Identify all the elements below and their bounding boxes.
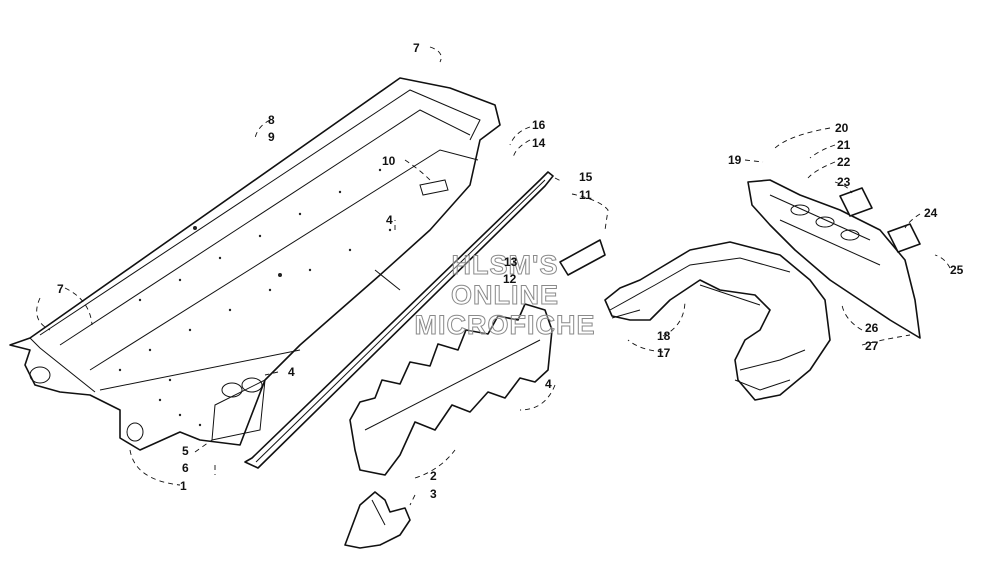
snow-flap-part (349, 303, 553, 476)
rivet-dots (118, 168, 392, 427)
callout-13: 13 (504, 255, 518, 269)
bracket-part (344, 491, 411, 549)
callout-19: 19 (728, 153, 742, 167)
rear-flap-part (747, 179, 921, 339)
callout-10: 10 (382, 154, 396, 168)
callout-26: 26 (865, 321, 879, 335)
callout-22: 22 (837, 155, 851, 169)
callout-7: 7 (413, 41, 420, 55)
callout-2: 2 (430, 469, 437, 483)
callout-25: 25 (950, 263, 964, 277)
callout-1: 1 (180, 479, 187, 493)
callout-15: 15 (579, 170, 593, 184)
tunnel-part (9, 77, 501, 451)
callout-9: 9 (268, 130, 275, 144)
mounting-plate-part (559, 239, 606, 276)
callout-20: 20 (835, 121, 849, 135)
callout-21: 21 (837, 138, 851, 152)
callout-11: 11 (579, 188, 592, 202)
bumper-part (604, 241, 831, 401)
watermark-line: MICROFICHE (414, 310, 596, 341)
watermark: HLSM'S ONLINE MICROFICHE (390, 250, 620, 341)
watermark-line: ONLINE (450, 280, 559, 311)
callout-27: 27 (865, 339, 879, 353)
callout-3: 3 (430, 487, 437, 501)
callout-5: 5 (182, 444, 189, 458)
callout-23: 23 (837, 175, 851, 189)
slide-strip (244, 171, 554, 469)
callout-7: 7 (57, 282, 64, 296)
callout-24: 24 (924, 206, 938, 220)
watermark-line: HLSM'S (451, 250, 559, 281)
callout-4: 4 (545, 377, 552, 391)
callout-18: 18 (657, 329, 671, 343)
callout-14: 14 (532, 136, 546, 150)
callout-4: 4 (288, 365, 295, 379)
callout-17: 17 (657, 346, 671, 360)
callout-4: 4 (386, 213, 393, 227)
callout-12: 12 (503, 272, 517, 286)
callout-8: 8 (268, 113, 275, 127)
leader-lines (36, 46, 951, 506)
callout-16: 16 (532, 118, 546, 132)
callout-6: 6 (182, 461, 189, 475)
decal-parts (839, 187, 921, 253)
